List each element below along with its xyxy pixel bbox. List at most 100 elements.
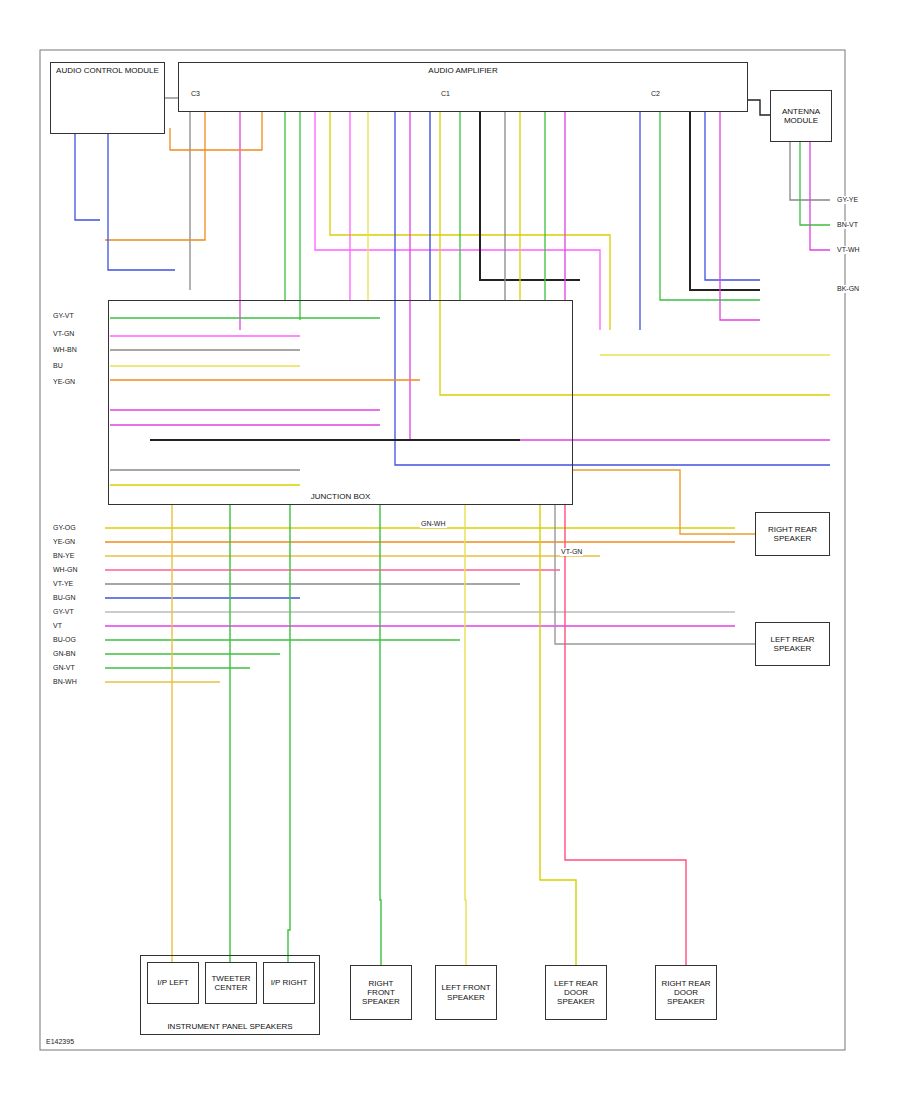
- wire-trace: [705, 112, 760, 280]
- wire-color: GY-VT: [52, 312, 75, 320]
- wire: [380, 505, 381, 965]
- wire-trace: [564, 112, 565, 300]
- component-name: I/P LEFT: [155, 978, 190, 987]
- wire-trace: [75, 134, 100, 220]
- wire-color: GN-VT: [52, 664, 76, 672]
- wire-trace: [639, 112, 640, 330]
- component-name: RIGHT REAR DOOR SPEAKER: [659, 979, 713, 1007]
- wire-trace: [110, 409, 380, 410]
- component-name: RIGHT FRONT SPEAKER: [354, 979, 408, 1007]
- wire-color: WH-BN: [52, 346, 78, 354]
- component-box: RIGHT REAR DOOR SPEAKER: [655, 965, 717, 1020]
- wire-trace: [170, 112, 262, 150]
- wire-trace: [105, 112, 205, 240]
- component-name: LEFT REAR SPEAKER: [759, 635, 826, 653]
- wire-trace: [110, 335, 300, 336]
- wire-trace: [75, 112, 830, 682]
- wire: [540, 505, 576, 965]
- wire: [565, 505, 686, 965]
- wire-color: BU-OG: [52, 636, 77, 644]
- wire: [288, 505, 290, 962]
- component-box: RIGHT REAR SPEAKER: [755, 512, 830, 556]
- wire-color: GY-YE: [836, 196, 859, 204]
- component-box: ANTENNA MODULE: [770, 90, 832, 142]
- wire: [748, 100, 770, 115]
- wire-color: YE-GN: [52, 378, 76, 386]
- component-name: RIGHT REAR SPEAKER: [759, 525, 826, 543]
- wire-trace: [110, 317, 380, 318]
- wire-trace: [410, 112, 830, 440]
- wire-trace: [810, 142, 830, 250]
- component-name: I/P RIGHT: [269, 978, 310, 987]
- wire: [555, 505, 755, 644]
- wire-trace: [299, 112, 300, 320]
- wire-trace: [105, 611, 735, 612]
- component-name: JUNCTION BOX: [309, 492, 373, 501]
- wire-trace: [519, 112, 520, 300]
- wire-trace: [40, 50, 845, 1050]
- wire-color: BN-YE: [52, 552, 75, 560]
- wire-trace: [110, 349, 300, 350]
- component-box: RIGHT FRONT SPEAKER: [350, 965, 412, 1020]
- component-name: LEFT FRONT SPEAKER: [439, 983, 493, 1001]
- component-name: TWEETER CENTER: [209, 974, 253, 992]
- wire-color: VT-GN: [560, 548, 583, 556]
- wire-trace: [440, 112, 830, 395]
- component-name: AUDIO AMPLIFIER: [426, 66, 499, 75]
- component-name: AUDIO CONTROL MODULE: [54, 66, 161, 75]
- wire-trace: [150, 439, 520, 441]
- wire-trace: [315, 112, 600, 330]
- wire-color: BN-VT: [836, 221, 859, 229]
- wire-trace: [105, 639, 460, 640]
- wire: [229, 505, 230, 962]
- component-box: AUDIO CONTROL MODULE: [50, 62, 165, 134]
- wire-color: GY-VT: [52, 608, 75, 616]
- wire-trace: [110, 484, 300, 485]
- speaker-box: I/P RIGHT: [263, 962, 315, 1004]
- connector-id: C3: [190, 90, 201, 98]
- wire-color: VT-YE: [52, 580, 74, 588]
- wire-color: GY-OG: [52, 524, 77, 532]
- wire-trace: [108, 134, 175, 270]
- wire-trace: [105, 653, 280, 654]
- wire-color: YE-GN: [52, 538, 76, 546]
- wire-trace: [660, 112, 760, 300]
- wire-trace: [720, 112, 760, 320]
- wire-trace: [367, 112, 368, 300]
- wire-color: VT-GN: [52, 330, 75, 338]
- wire: [429, 112, 430, 300]
- wire-trace: [105, 681, 220, 682]
- wire-color: BU: [52, 362, 64, 370]
- wire-trace: [544, 112, 545, 300]
- wire-color: VT: [52, 622, 63, 630]
- speaker-box: I/P LEFT: [147, 962, 199, 1004]
- wire-trace: [690, 112, 760, 290]
- wire-trace: [105, 541, 735, 542]
- wire-trace: [105, 625, 735, 626]
- wire-color: BN-WH: [52, 678, 78, 686]
- wire-trace: [189, 112, 190, 290]
- component-box: AUDIO AMPLIFIER: [178, 62, 748, 112]
- wire-trace: [110, 469, 300, 470]
- wire-color: BK-GN: [836, 285, 860, 293]
- component-name: INSTRUMENT PANEL SPEAKERS: [165, 1022, 294, 1031]
- wire-trace: [105, 583, 520, 584]
- wire-color: VT-WH: [836, 246, 861, 254]
- component-box: INSTRUMENT PANEL SPEAKERS I/P LEFT TWEETER…: [140, 955, 320, 1035]
- wire-trace: [504, 112, 505, 300]
- wire-trace: [284, 112, 285, 300]
- wire-trace: [110, 379, 420, 380]
- wire-trace: [459, 112, 460, 300]
- connector-id: C1: [440, 90, 451, 98]
- component-box: LEFT REAR SPEAKER: [755, 622, 830, 666]
- wire-color: BU-GN: [52, 594, 77, 602]
- wire-trace: [349, 112, 350, 300]
- wire: [165, 97, 178, 98]
- wire: [171, 505, 172, 962]
- wire-trace: [395, 112, 830, 465]
- speaker-box: TWEETER CENTER: [205, 962, 257, 1004]
- wire-trace: [105, 555, 600, 556]
- component-name: ANTENNA MODULE: [774, 107, 828, 125]
